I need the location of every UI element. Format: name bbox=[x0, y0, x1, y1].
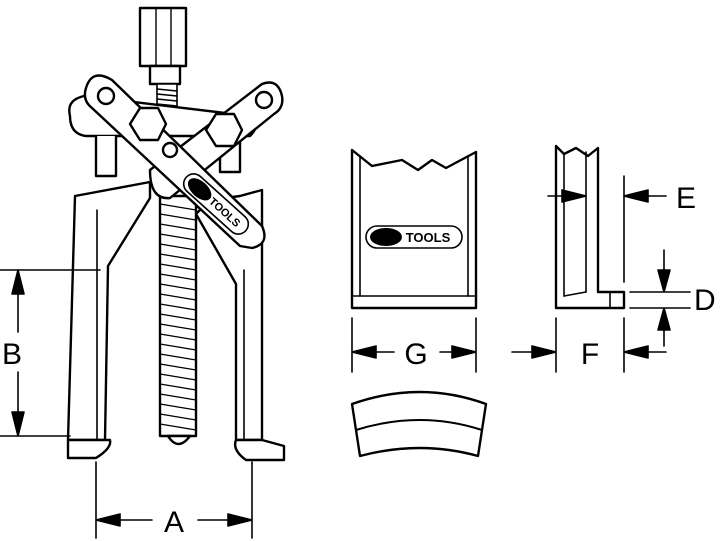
label-d: D bbox=[694, 284, 716, 317]
puller-brand-logo: KS TOOLS bbox=[182, 173, 250, 235]
jaw-logo-tools: TOOLS bbox=[406, 230, 451, 245]
pivot-hole-left bbox=[96, 86, 116, 106]
label-a: A bbox=[164, 506, 184, 539]
dimension-a bbox=[95, 461, 253, 539]
dimension-e bbox=[547, 175, 667, 283]
two-arm-puller: KS TOOLS bbox=[66, 6, 286, 462]
jaw-side-view bbox=[554, 144, 626, 310]
hex-nut-left bbox=[128, 106, 168, 142]
jaw-logo-ks: KS bbox=[378, 232, 393, 244]
left-jaw bbox=[66, 438, 112, 460]
dimension-d bbox=[629, 249, 691, 347]
dimension-f bbox=[511, 317, 667, 373]
spindle-lower-thread bbox=[158, 194, 198, 446]
dimension-g bbox=[351, 317, 477, 373]
label-g: G bbox=[404, 338, 427, 371]
spindle-hex-head bbox=[138, 6, 188, 86]
label-b: B bbox=[2, 338, 22, 371]
left-leg bbox=[66, 180, 152, 442]
pivot-hole-right bbox=[254, 90, 274, 110]
dimension-b bbox=[0, 269, 101, 437]
label-e: E bbox=[676, 182, 696, 215]
jaw-brand-logo: KS TOOLS bbox=[365, 225, 463, 249]
right-jaw bbox=[233, 438, 286, 462]
jaw-top-view bbox=[350, 390, 488, 458]
crossbar-center-hole bbox=[161, 141, 179, 159]
jaw-front-view: KS TOOLS bbox=[350, 148, 478, 310]
hex-nut-right bbox=[204, 112, 244, 148]
label-f: F bbox=[581, 338, 599, 371]
